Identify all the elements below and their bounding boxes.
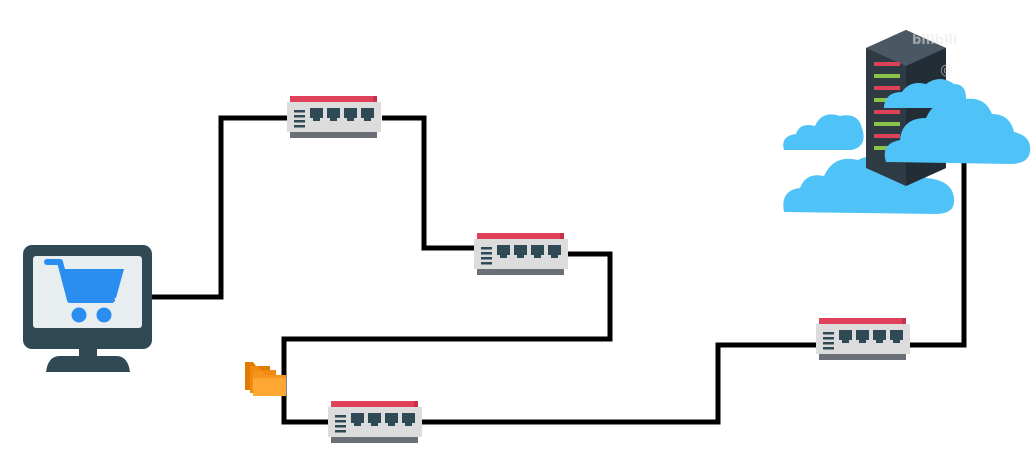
shopping-cart-icon: [44, 259, 124, 323]
switch-1: [287, 96, 381, 138]
wire-client-switch-1: [150, 115, 288, 300]
watermark-logo: bilibili @: [912, 33, 957, 78]
switch-2: [474, 233, 568, 275]
wire-switch-1-switch-2: [382, 115, 476, 251]
switch-4: [816, 318, 910, 360]
folder-icon: [245, 362, 286, 396]
monitor-stand: [46, 356, 130, 372]
client-computer: [23, 245, 152, 372]
wire-switch-3-switch-4: [422, 342, 818, 425]
wire-switch-2-switch-3: [281, 251, 613, 425]
wire-switch-4-server: [910, 160, 967, 348]
monitor-neck: [79, 349, 97, 357]
cloud-foreground: [884, 79, 1031, 164]
watermark-logo-text: bilibili: [912, 33, 957, 48]
switch-3: [328, 401, 422, 443]
network-switch-icon: [328, 401, 422, 443]
network-switch-icon: [816, 318, 910, 360]
watermark-handle: @: [940, 63, 953, 78]
network-switch-icon: [474, 233, 568, 275]
connection-wires: [150, 115, 967, 425]
network-switch-icon: [287, 96, 381, 138]
